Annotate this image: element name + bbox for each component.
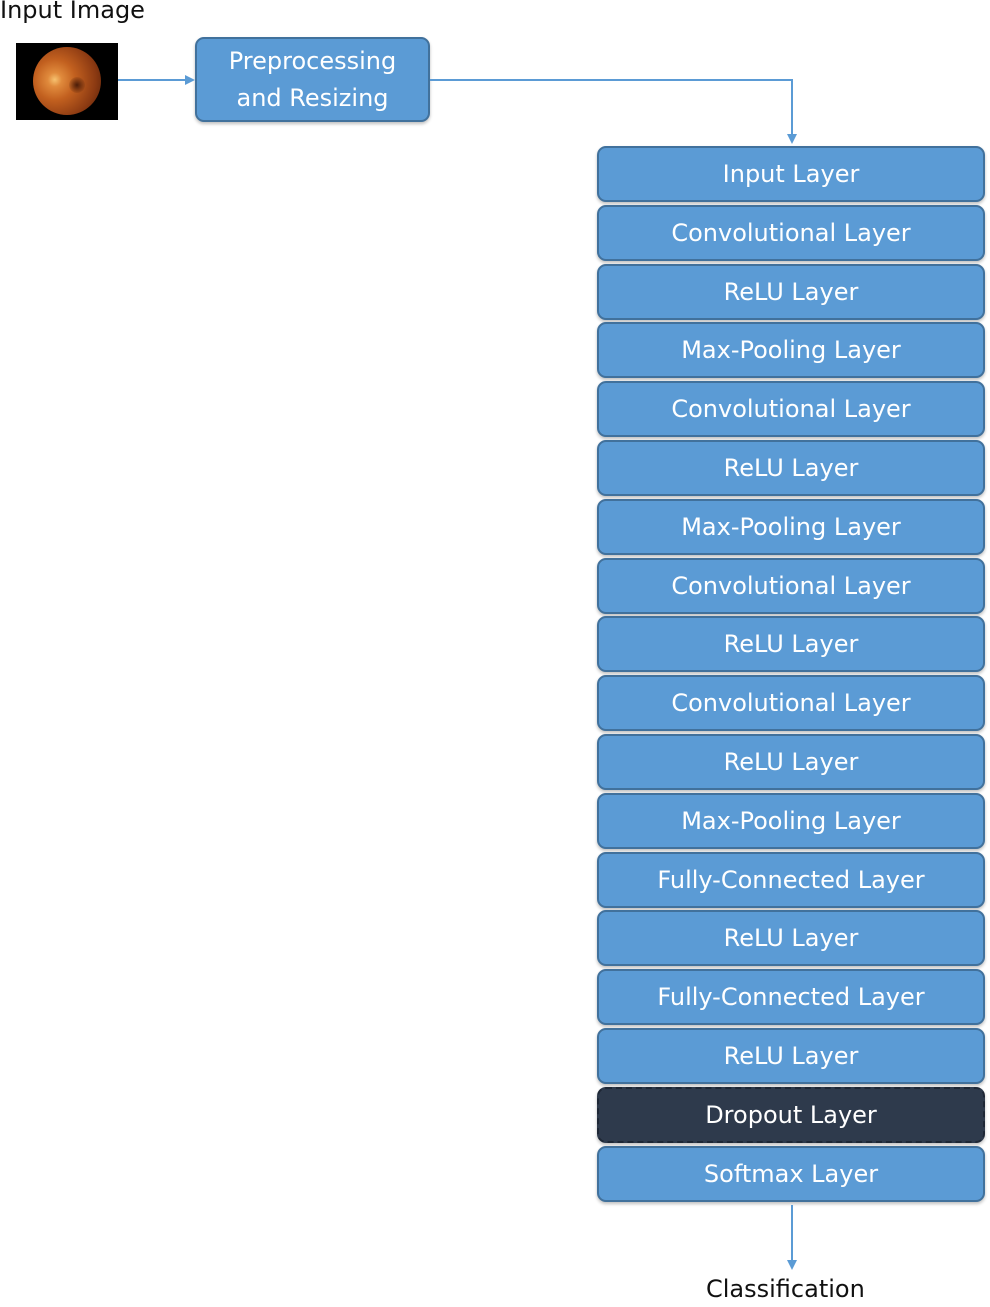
layer-relu-layer-box: ReLU Layer (597, 1028, 985, 1084)
layer-label: ReLU Layer (723, 924, 859, 952)
layer-input-layer-box: Input Layer (597, 146, 985, 202)
layer-label: Input Layer (722, 160, 860, 188)
layer-convolutional-layer-box: Convolutional Layer (597, 381, 985, 437)
layer-label: Convolutional Layer (671, 395, 911, 423)
layer-label: Fully-Connected Layer (657, 866, 925, 894)
layer-label: Fully-Connected Layer (657, 983, 925, 1011)
preprocessing-line-2: and Resizing (236, 83, 389, 112)
layer-label: Max-Pooling Layer (681, 336, 901, 364)
layer-label: ReLU Layer (723, 454, 859, 482)
layer-label: Convolutional Layer (671, 572, 911, 600)
layer-dropout-layer-box: Dropout Layer (597, 1087, 985, 1143)
layer-relu-layer-box: ReLU Layer (597, 616, 985, 672)
layer-convolutional-layer-box: Convolutional Layer (597, 205, 985, 261)
layer-label: Convolutional Layer (671, 689, 911, 717)
layer-label: Softmax Layer (703, 1160, 879, 1188)
layer-label: ReLU Layer (723, 1042, 859, 1070)
layer-label: ReLU Layer (723, 278, 859, 306)
layer-label: Convolutional Layer (671, 219, 911, 247)
arrow-preprocessing-to-input-layer (430, 79, 797, 144)
layer-label: ReLU Layer (723, 748, 859, 776)
layer-relu-layer-box: ReLU Layer (597, 264, 985, 320)
layer-max-pooling-layer-box: Max-Pooling Layer (597, 322, 985, 378)
layer-relu-layer-box: ReLU Layer (597, 734, 985, 790)
input-image-label: Input Image (0, 0, 145, 24)
preprocessing-line-1: Preprocessing (228, 46, 397, 75)
layer-convolutional-layer-box: Convolutional Layer (597, 675, 985, 731)
layer-max-pooling-layer-box: Max-Pooling Layer (597, 499, 985, 555)
layer-fully-connected-layer-box: Fully-Connected Layer (597, 852, 985, 908)
layer-max-pooling-layer-box: Max-Pooling Layer (597, 793, 985, 849)
layer-label: Max-Pooling Layer (681, 807, 901, 835)
classification-label: Classification (706, 1275, 865, 1303)
layer-label: Dropout Layer (705, 1101, 877, 1129)
fundus-disc (33, 47, 101, 115)
layer-relu-layer-box: ReLU Layer (597, 440, 985, 496)
retinal-fundus-image (16, 43, 118, 120)
layer-fully-connected-layer-box: Fully-Connected Layer (597, 969, 985, 1025)
layer-label: ReLU Layer (723, 630, 859, 658)
preprocessing-box: Preprocessing and Resizing (195, 37, 430, 122)
layer-relu-layer-box: ReLU Layer (597, 910, 985, 966)
layer-softmax-layer-box: Softmax Layer (597, 1146, 985, 1202)
layer-label: Max-Pooling Layer (681, 513, 901, 541)
layer-convolutional-layer-box: Convolutional Layer (597, 558, 985, 614)
